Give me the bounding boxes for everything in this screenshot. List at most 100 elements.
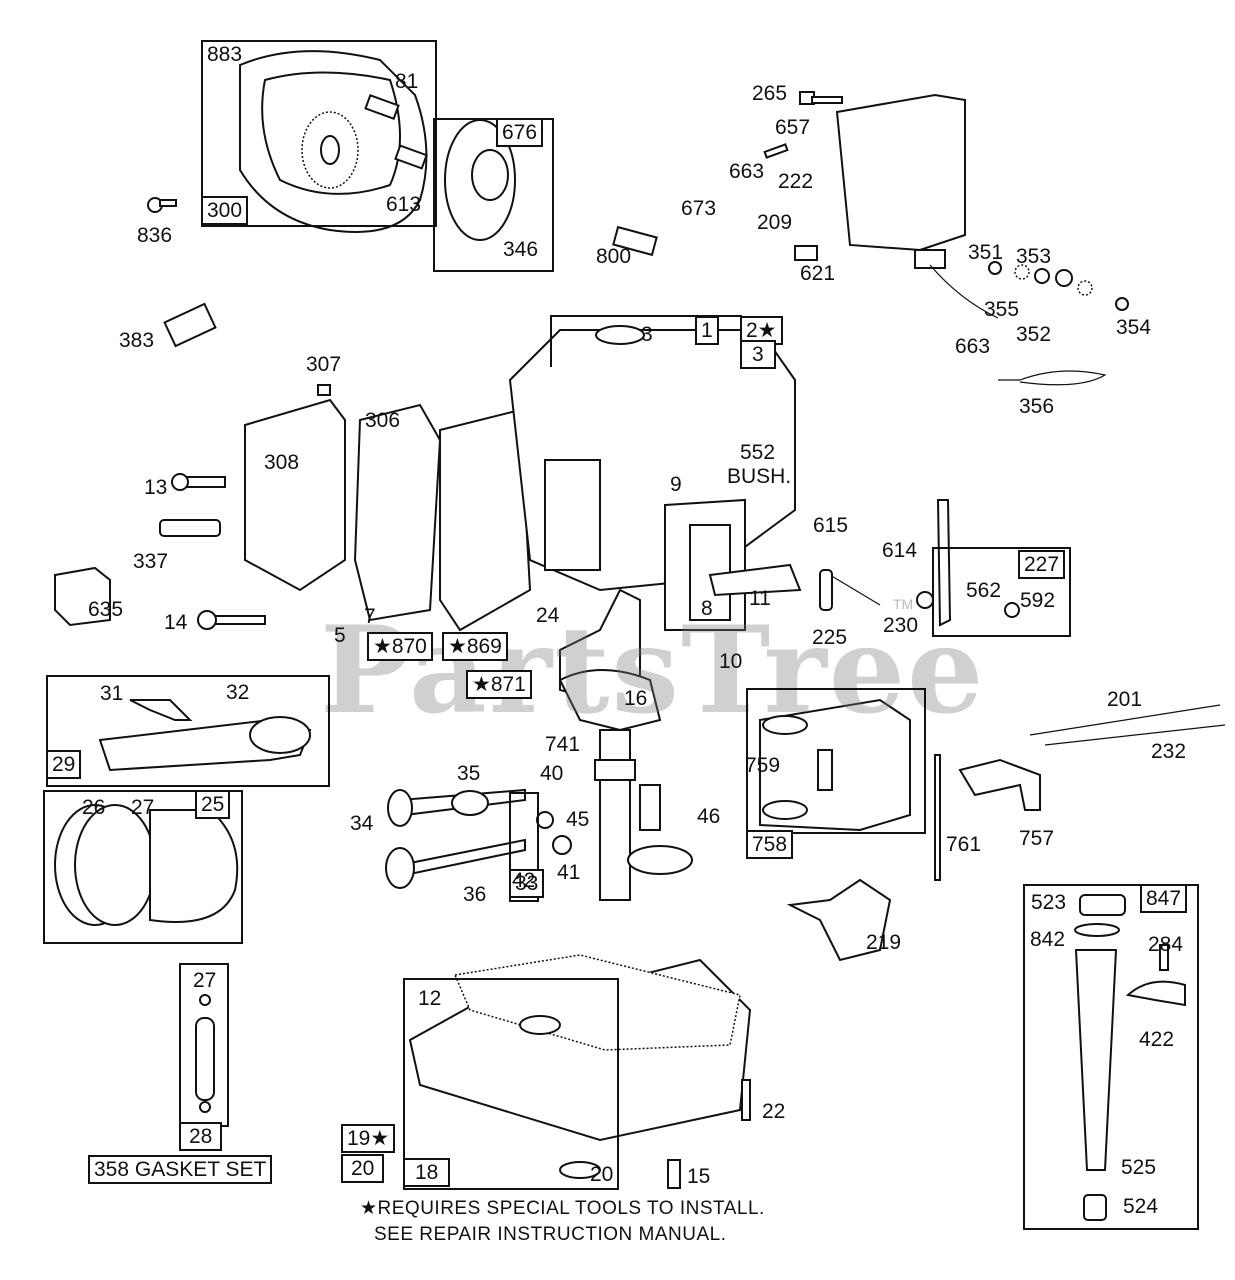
box-label-227: 227: [1018, 550, 1066, 579]
label-230: 230: [883, 614, 919, 637]
bearing-support-frame: [746, 688, 926, 834]
label-15: 15: [687, 1165, 711, 1188]
label-222: 222: [778, 170, 814, 193]
label-46: 46: [697, 805, 721, 828]
label-355: 355: [984, 298, 1020, 321]
label-36: 36: [463, 883, 487, 906]
label-32: 32: [226, 681, 250, 704]
box-label-758: 758: [746, 830, 794, 859]
governor-lever-frame: [932, 547, 1071, 637]
dipstick-tube-frame: [1023, 884, 1199, 1230]
special-tools-footnote: ★REQUIRES SPECIAL TOOLS TO INSTALL. SEE …: [360, 1196, 765, 1248]
footnote-line-2: SEE REPAIR INSTRUCTION MANUAL.: [374, 1224, 727, 1245]
label-351: 351: [968, 241, 1004, 264]
piston-pin-drawing: [195, 994, 215, 1113]
label-307: 307: [306, 353, 342, 376]
label-27: 27: [131, 796, 155, 819]
piston-drawing: [54, 804, 239, 926]
label-352: 352: [1016, 323, 1052, 346]
rewind-starter-drawing: [444, 119, 516, 241]
label-201: 201: [1107, 688, 1143, 711]
label-10: 10: [719, 650, 743, 673]
label-7: 7: [364, 605, 376, 628]
label-346: 346: [503, 238, 539, 261]
label-663: 663: [729, 160, 765, 183]
label-24: 24: [536, 604, 560, 627]
blower-housing-drawing: [239, 50, 428, 233]
label-225: 225: [812, 626, 848, 649]
label-757: 757: [1019, 827, 1055, 850]
box-label-676: 676: [496, 118, 544, 147]
box-label-3: 3: [740, 340, 776, 369]
piston-frame: [43, 790, 243, 944]
label-613: 613: [386, 193, 422, 216]
label-759: 759: [745, 754, 781, 777]
label-635: 635: [88, 598, 124, 621]
label-525: 525: [1121, 1156, 1157, 1179]
label-45: 45: [566, 808, 590, 831]
label-35: 35: [457, 762, 481, 785]
label-20-seal: 20: [590, 1163, 614, 1186]
label-562: 562: [966, 579, 1002, 602]
box-label-870: ★870: [367, 632, 433, 661]
label-22: 22: [762, 1100, 786, 1123]
label-523: 523: [1031, 891, 1067, 914]
label-883: 883: [207, 43, 243, 66]
box-label-869: ★869: [442, 632, 508, 661]
box-label-300: 300: [201, 196, 249, 225]
dipstick-drawing: [1074, 894, 1186, 1221]
label-663-b: 663: [955, 335, 991, 358]
label-42: 42: [512, 869, 536, 892]
label-16: 16: [624, 687, 648, 710]
label-592: 592: [1020, 589, 1056, 612]
sump-frame: [403, 978, 619, 1190]
crankshaft-drawing: [385, 669, 693, 901]
box-label-1: 1: [695, 316, 719, 345]
label-741: 741: [545, 733, 581, 756]
sump-drawing: [408, 954, 752, 1189]
label-621: 621: [800, 262, 836, 285]
label-209: 209: [757, 211, 793, 234]
label-14: 14: [164, 611, 188, 634]
bearing-support-drawing: [759, 698, 1226, 962]
connecting-rod-frame: [46, 675, 330, 787]
label-265: 265: [752, 82, 788, 105]
box-label-33: 33: [509, 869, 545, 898]
box-label-847: 847: [1140, 884, 1188, 913]
label-308: 308: [264, 451, 300, 474]
label-422: 422: [1139, 1028, 1175, 1051]
label-306: 306: [365, 409, 401, 432]
box-label-25: 25: [195, 790, 231, 819]
box-label-28: 28: [179, 1122, 223, 1151]
box-label-18: 18: [403, 1158, 451, 1187]
label-673: 673: [681, 197, 717, 220]
label-353: 353: [1016, 245, 1052, 268]
box-label-gasket-set: 358 GASKET SET: [88, 1155, 273, 1184]
box-label-29: 29: [46, 750, 82, 779]
label-354: 354: [1116, 316, 1152, 339]
label-219: 219: [866, 931, 902, 954]
label-bush: BUSH.: [727, 465, 792, 488]
label-81: 81: [395, 70, 419, 93]
label-9: 9: [670, 473, 682, 496]
label-836: 836: [137, 224, 173, 247]
label-41: 41: [557, 861, 581, 884]
label-800: 800: [596, 245, 632, 268]
box-label-871: ★871: [466, 670, 532, 699]
label-3: 3: [641, 323, 653, 346]
label-614: 614: [882, 539, 918, 562]
label-12: 12: [418, 987, 442, 1010]
label-552: 552: [740, 441, 776, 464]
blower-housing-frame: [201, 40, 437, 227]
label-615: 615: [813, 514, 849, 537]
label-27-pin: 27: [193, 969, 217, 992]
label-34: 34: [350, 812, 374, 835]
box-label-19-star: 19★: [341, 1124, 396, 1153]
label-842: 842: [1030, 928, 1066, 951]
label-5: 5: [334, 624, 346, 647]
connecting-rod-drawing: [98, 699, 312, 772]
label-11: 11: [749, 587, 771, 610]
small-hardware-drawing: [147, 91, 1129, 386]
label-26: 26: [82, 796, 106, 819]
